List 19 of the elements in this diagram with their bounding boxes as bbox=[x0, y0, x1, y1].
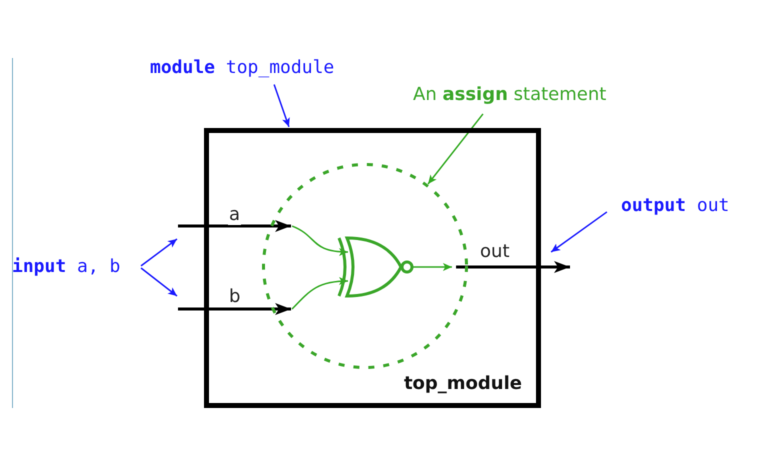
leader-arrow bbox=[140, 238, 178, 266]
wire-arrow bbox=[178, 220, 292, 232]
code-annotation: output out bbox=[621, 195, 749, 217]
code-annotation: module top_module bbox=[150, 57, 364, 79]
dashed-circle bbox=[262, 163, 468, 369]
leader-arrow bbox=[273, 84, 290, 128]
leader-arrow bbox=[140, 267, 178, 297]
logic-gate-symbol bbox=[336, 236, 414, 298]
code-annotation: input a, b bbox=[12, 256, 138, 278]
arrow bbox=[292, 225, 348, 256]
annotation-text: An assign statement bbox=[413, 84, 617, 106]
wire-arrow bbox=[456, 261, 570, 273]
leader-arrow bbox=[550, 211, 608, 253]
wire-arrow bbox=[178, 303, 292, 316]
module-box bbox=[204, 128, 541, 408]
arrow bbox=[412, 263, 452, 272]
box-title: top_module bbox=[404, 373, 522, 395]
leader-arrow bbox=[427, 113, 484, 184]
arrow bbox=[292, 277, 348, 310]
